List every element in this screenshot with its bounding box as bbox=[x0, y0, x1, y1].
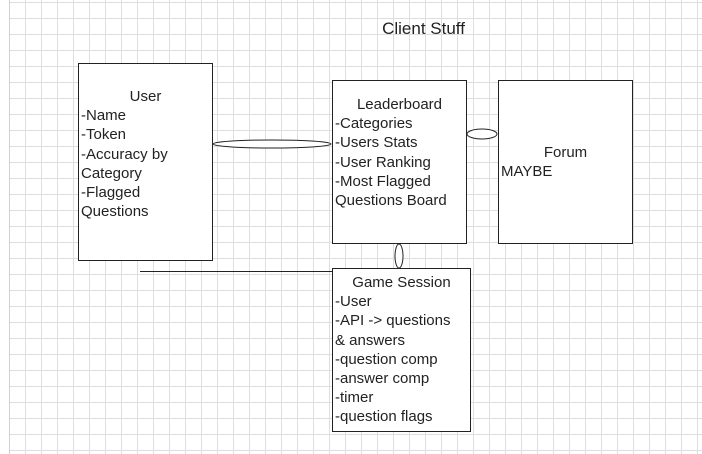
game-session-box-line: -User bbox=[335, 293, 372, 311]
leaderboard-box-line: -User Ranking bbox=[335, 153, 431, 171]
game-session-box-line: -API -> questions bbox=[335, 312, 451, 330]
user-box-line: Questions bbox=[81, 203, 149, 221]
user-box-heading: User bbox=[129, 88, 162, 105]
leaderboard-box-line: Questions Board bbox=[335, 192, 447, 210]
leaderboard-box-line: -Categories bbox=[335, 115, 413, 133]
user-box-line: -Accuracy by bbox=[81, 145, 168, 163]
forum-box-heading: Forum bbox=[543, 144, 588, 161]
connector-leaderboard-game-session[interactable] bbox=[394, 243, 404, 269]
leaderboard-box-heading: Leaderboard bbox=[356, 96, 443, 113]
game-session-box-line: -answer comp bbox=[335, 370, 430, 388]
game-session-box[interactable]: Game Session -User -API -> questions & a… bbox=[332, 268, 471, 432]
game-session-box-heading: Game Session bbox=[352, 274, 451, 291]
user-box-line: -Name bbox=[81, 107, 127, 125]
user-box-line: -Flagged bbox=[81, 184, 141, 202]
game-session-box-line: -question comp bbox=[335, 350, 438, 368]
diagram-title: Client Stuff bbox=[382, 19, 465, 38]
connector-leaderboard-forum[interactable] bbox=[466, 128, 498, 140]
forum-box-line: MAYBE bbox=[501, 163, 553, 181]
leaderboard-box[interactable]: Leaderboard -Categories -Users Stats -Us… bbox=[332, 80, 467, 244]
canvas-left-gutter bbox=[0, 0, 10, 454]
connector-user-leaderboard[interactable] bbox=[212, 139, 332, 149]
game-session-box-line: & answers bbox=[335, 331, 406, 349]
user-box-line: -Token bbox=[81, 126, 127, 144]
game-session-box-line: -question flags bbox=[335, 408, 433, 426]
leaderboard-box-line: -Most Flagged bbox=[335, 172, 431, 190]
forum-box[interactable]: Forum MAYBE bbox=[498, 80, 633, 244]
leaderboard-box-line: -Users Stats bbox=[335, 134, 418, 152]
game-session-box-line: -timer bbox=[335, 389, 374, 407]
user-box-line: Category bbox=[81, 164, 142, 182]
user-box[interactable]: User -Name -Token -Accuracy by Category … bbox=[78, 63, 213, 261]
